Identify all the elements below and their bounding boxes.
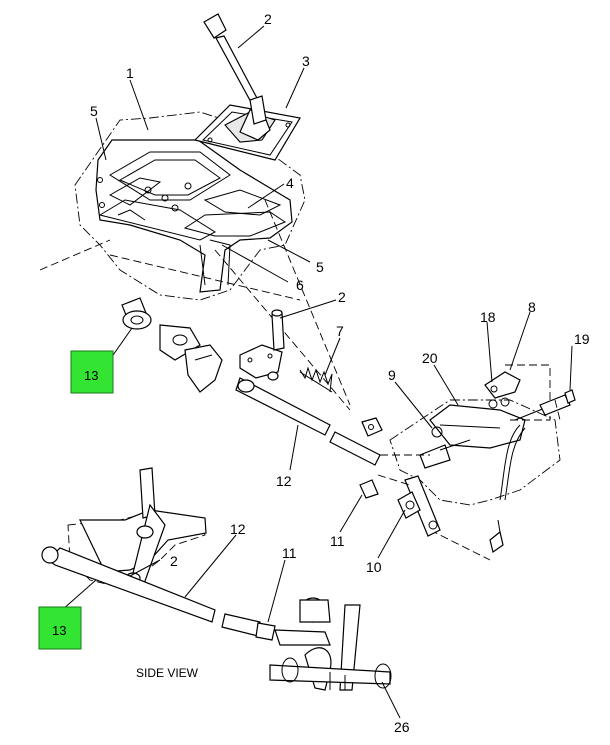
ref-13-bottom-box[interactable] — [38, 606, 82, 650]
callout-5-top: 5 — [90, 103, 98, 119]
side-view-label: SIDE VIEW — [136, 666, 199, 680]
side-view-assembly — [41, 467, 392, 691]
callout-2-side: 2 — [170, 553, 178, 569]
shift-lever-top — [203, 13, 267, 125]
callout-4: 4 — [286, 175, 294, 191]
callout-10: 10 — [366, 559, 382, 575]
transmission-linkage — [359, 364, 576, 561]
callout-7: 7 — [336, 323, 344, 339]
ref-13-bottom-link[interactable]: 13 — [38, 606, 82, 650]
callout-12-middle: 12 — [276, 473, 292, 489]
ref-13-top-box[interactable] — [70, 350, 114, 394]
callout-1: 1 — [126, 65, 134, 81]
callout-9: 9 — [388, 367, 396, 383]
shift-rod-assembly — [121, 297, 383, 466]
spring — [299, 366, 333, 393]
callout-12-side: 12 — [230, 521, 246, 537]
callout-26: 26 — [394, 719, 410, 735]
callout-11-side: 11 — [282, 545, 297, 561]
callout-2-top: 2 — [264, 11, 272, 27]
callout-3: 3 — [302, 53, 310, 69]
ref-13-top-link[interactable]: 13 — [70, 350, 114, 394]
callout-2-middle: 2 — [338, 289, 346, 305]
console-housing — [74, 111, 306, 301]
callout-11-middle: 11 — [330, 533, 345, 549]
callout-20: 20 — [422, 350, 438, 366]
callout-5-right: 5 — [316, 259, 324, 275]
callout-6: 6 — [296, 277, 304, 293]
callout-18: 18 — [480, 309, 496, 325]
callout-8: 8 — [528, 299, 536, 315]
callout-19: 19 — [574, 331, 590, 347]
leader-lines — [61, 25, 573, 719]
